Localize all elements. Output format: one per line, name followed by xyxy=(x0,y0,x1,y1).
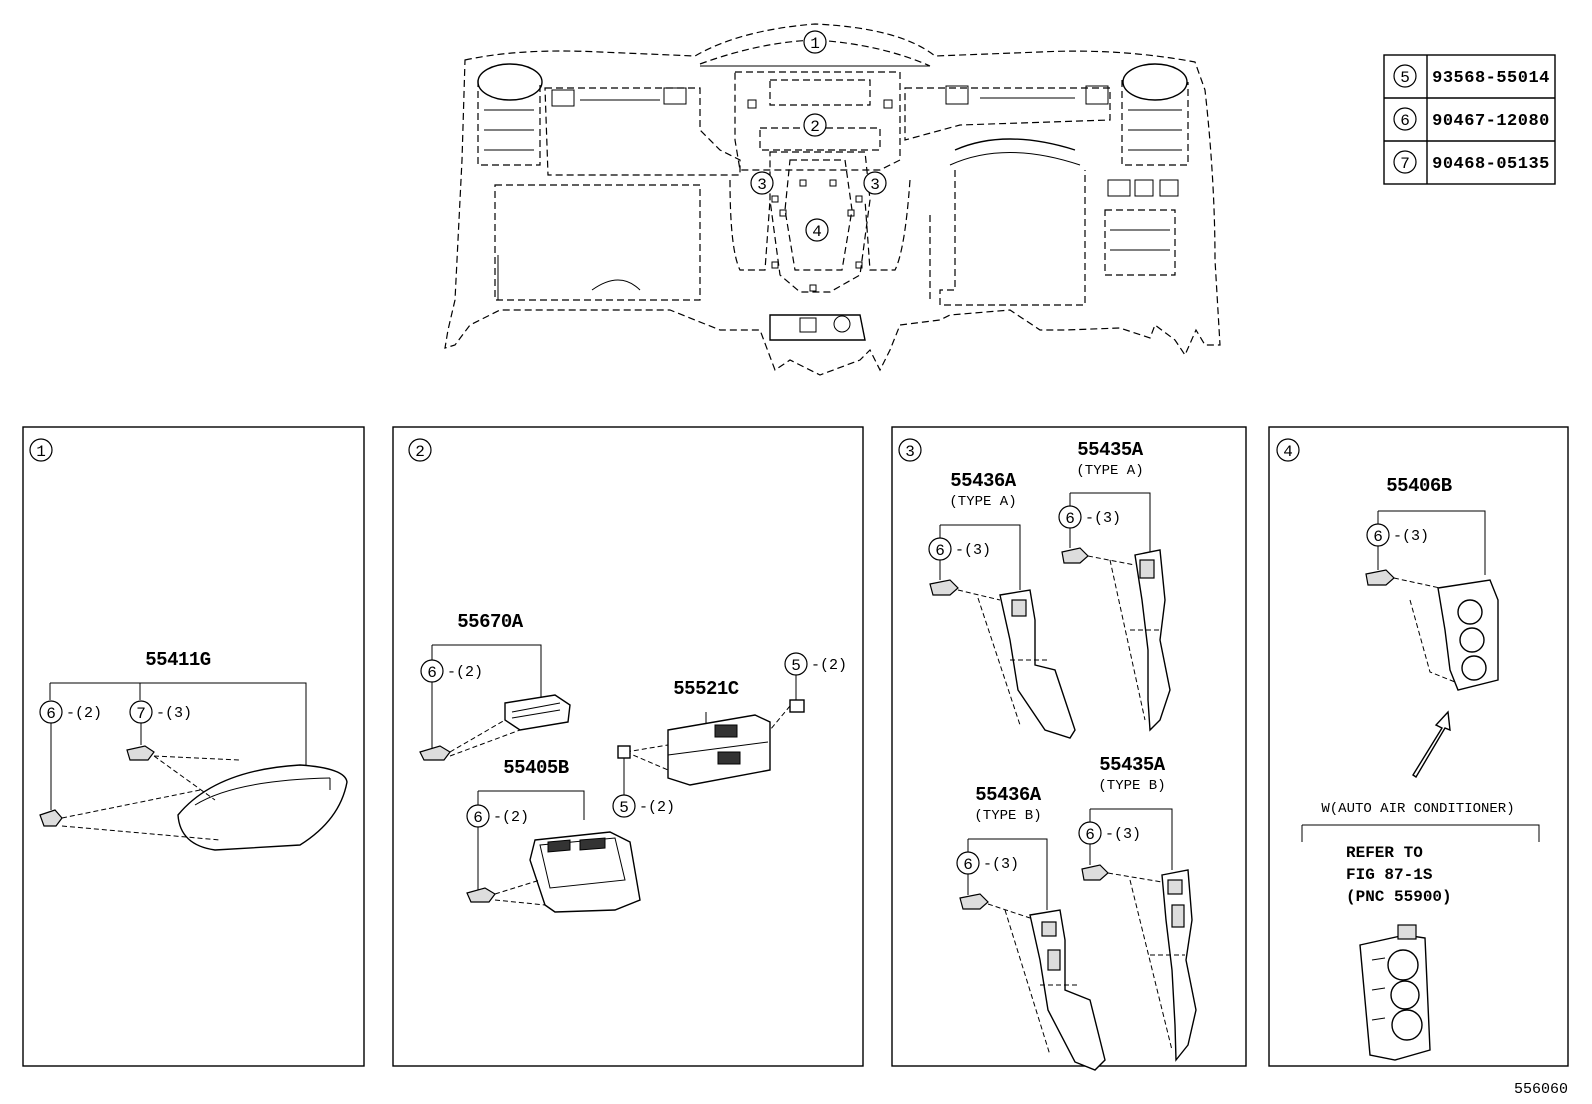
table-part-7: 90468-05135 xyxy=(1432,155,1550,174)
part-55436A-a: 55436A xyxy=(950,470,1017,492)
table-part-5: 93568-55014 xyxy=(1432,69,1550,88)
part-55405B: 55405B xyxy=(503,757,569,779)
panel-2-p1-callout: 6 xyxy=(427,664,437,682)
marker-3-right: 3 xyxy=(870,176,880,194)
panel-2-p3-callout-b: 5 xyxy=(619,799,629,817)
marker-4: 4 xyxy=(812,223,822,241)
table-part-6: 90467-12080 xyxy=(1432,112,1550,131)
part-55436A-b: 55436A xyxy=(975,784,1042,806)
type-55436A-a: (TYPE A) xyxy=(949,494,1016,510)
panel-1-callout-6: 6 xyxy=(46,705,56,723)
table-ref-6: 6 xyxy=(1400,112,1410,130)
panel-3-p1-callout: 6 xyxy=(935,542,945,560)
type-55435A-b: (TYPE B) xyxy=(1098,778,1165,794)
dashboard-overview: 1 2 3 3 4 xyxy=(444,23,1221,376)
variant-label: W(AUTO AIR CONDITIONER) xyxy=(1321,801,1514,817)
part-55435A-a: 55435A xyxy=(1077,439,1144,461)
panel-1-cluster-finish: 1 55411G 6 -(2) 7 -(3) xyxy=(22,426,365,1067)
panel-3-p4-qty: -(3) xyxy=(1105,826,1141,843)
part-55411G: 55411G xyxy=(145,649,211,671)
refer-line-1: REFER TO xyxy=(1346,844,1423,862)
figure-id: 556060 xyxy=(1514,1081,1568,1098)
marker-2: 2 xyxy=(810,118,820,136)
panel-1-qty-6: -(2) xyxy=(66,705,102,722)
panel-3-number: 3 xyxy=(905,443,915,461)
panel-2-p2-callout: 6 xyxy=(473,809,483,827)
panel-2-p3-callout-a: 5 xyxy=(791,657,801,675)
part-55435A-b: 55435A xyxy=(1099,754,1166,776)
table-ref-5: 5 xyxy=(1400,69,1410,87)
marker-3-left: 3 xyxy=(757,176,767,194)
panel-1-qty-7: -(3) xyxy=(156,705,192,722)
panel-3-p3-qty: -(3) xyxy=(983,856,1019,873)
panel-3-p2-callout: 6 xyxy=(1065,510,1075,528)
fastener-table: 5 93568-55014 6 90467-12080 7 90468-0513… xyxy=(1383,54,1556,185)
type-55436A-b: (TYPE B) xyxy=(974,808,1041,824)
type-55435A-a: (TYPE A) xyxy=(1076,463,1143,479)
panel-4-qty: -(3) xyxy=(1393,528,1429,545)
refer-line-3: (PNC 55900) xyxy=(1346,888,1452,906)
panel-4-callout: 6 xyxy=(1373,528,1383,546)
panel-2-center-panel: 2 55670A 6 -(2) 55405B 6 -(2) 55521C 5 -… xyxy=(392,426,864,1067)
part-55521C: 55521C xyxy=(673,678,739,700)
panel-2-p2-qty: -(2) xyxy=(493,809,529,826)
panel-3-p3-callout: 6 xyxy=(963,856,973,874)
panel-4-number: 4 xyxy=(1283,443,1293,461)
table-ref-7: 7 xyxy=(1400,155,1410,173)
panel-2-p1-qty: -(2) xyxy=(447,664,483,681)
panel-3-p2-qty: -(3) xyxy=(1085,510,1121,527)
part-55406B: 55406B xyxy=(1386,475,1452,497)
panel-3-p1-qty: -(3) xyxy=(955,542,991,559)
panel-2-p3-qty-a: -(2) xyxy=(811,657,847,674)
marker-1: 1 xyxy=(810,35,820,53)
panel-1-number: 1 xyxy=(36,443,46,461)
part-55670A: 55670A xyxy=(457,611,524,633)
panel-2-p3-qty-b: -(2) xyxy=(639,799,675,816)
refer-line-2: FIG 87-1S xyxy=(1346,866,1433,884)
panel-3-p4-callout: 6 xyxy=(1085,826,1095,844)
panel-4-center-bezel: 4 55406B 6 -(3) W(AUTO AIR CONDITIONER) … xyxy=(1268,426,1569,1067)
panel-2-number: 2 xyxy=(415,443,425,461)
panel-3-side-trims: 3 55436A (TYPE A) 6 -(3) 55435A (TYPE A)… xyxy=(891,426,1247,1071)
panel-1-callout-7: 7 xyxy=(136,705,146,723)
